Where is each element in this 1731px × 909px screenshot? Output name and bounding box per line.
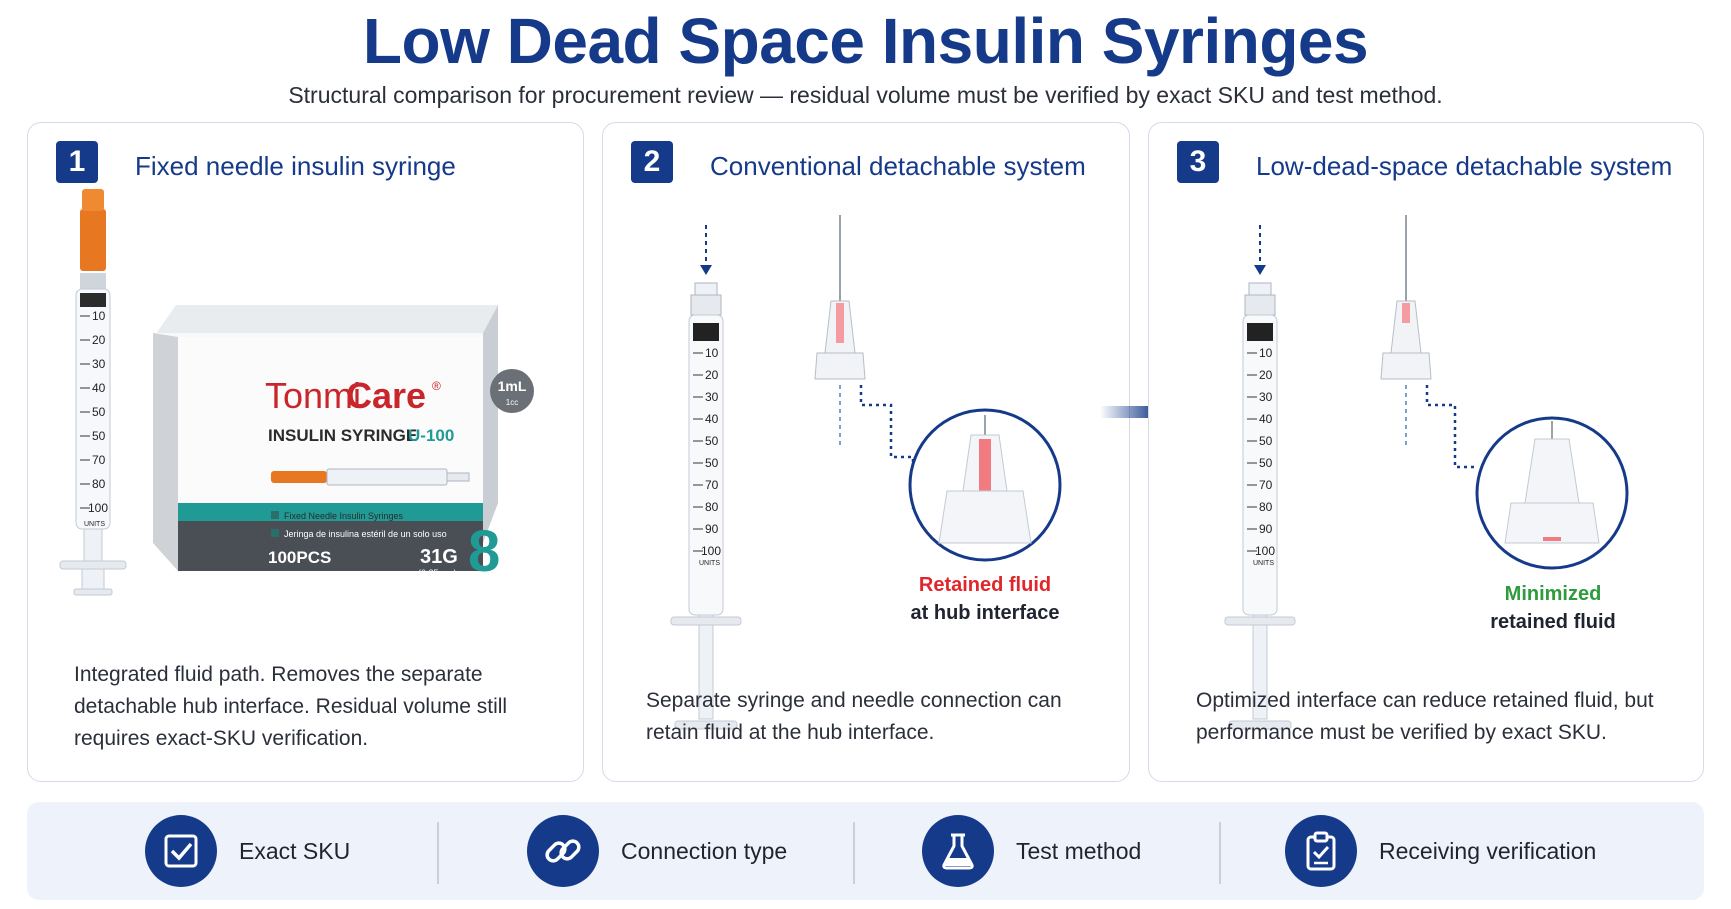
- scale-units: UNITS: [84, 521, 105, 528]
- length-unit-label: mm: [516, 554, 552, 576]
- panel-title: Fixed needle insulin syringe: [135, 151, 456, 181]
- scale-label: 30: [1259, 390, 1273, 404]
- scale-label: 40: [705, 412, 719, 426]
- scale-label: 70: [705, 478, 719, 492]
- low-dead-space-syringe: 10 20 30 40 50 50 70 80 90 100 UNITS: [1224, 282, 1296, 730]
- scale-label: 20: [92, 333, 106, 347]
- divider: [1219, 822, 1221, 884]
- product-type: U-100: [408, 426, 454, 445]
- link-icon: [527, 815, 599, 887]
- scale-label: 100: [88, 501, 108, 515]
- divider: [853, 822, 855, 884]
- scale-label: 70: [92, 453, 106, 467]
- scale-label: 80: [705, 500, 719, 514]
- scale-label: 30: [92, 357, 106, 371]
- scale-label: 80: [92, 477, 106, 491]
- divider: [437, 822, 439, 884]
- low-dead-space-illustration: 10 20 30 40 50 50 70 80 90 100 UNITS: [1224, 215, 1629, 730]
- detachable-needle: [814, 215, 866, 447]
- scale-label: 40: [92, 381, 106, 395]
- hub-zoom-circle: [908, 408, 1062, 562]
- panel-description: Optimized interface can reduce retained …: [1196, 689, 1654, 744]
- scale-label: 100: [1255, 544, 1275, 558]
- fixed-needle-illustration: 10 20 30 40 50 50 70 80 100 UNITS: [59, 189, 552, 596]
- scale-label: 70: [1259, 478, 1273, 492]
- panel-number: 1: [56, 141, 98, 183]
- bar-label: Receiving verification: [1379, 837, 1597, 864]
- scale-label: 40: [1259, 412, 1273, 426]
- brand-name-b: Care: [346, 375, 426, 416]
- panel-fixed-needle: 1 Fixed needle insulin syringe 10 20 30 …: [27, 122, 584, 782]
- piece-count: 100PCS: [268, 548, 331, 567]
- scale-label: 20: [1259, 368, 1273, 382]
- fixed-needle-syringe: 10 20 30 40 50 50 70 80 100 UNITS: [59, 189, 127, 596]
- scale-label: 10: [705, 346, 719, 360]
- scale-label: 50: [92, 405, 106, 419]
- product-box: Tonmi Care ® INSULIN SYRINGE U-100 1mL 1…: [153, 305, 552, 584]
- verification-bar: Exact SKU Connection type Test method: [27, 802, 1704, 900]
- scale-units: UNITS: [1253, 560, 1274, 567]
- bar-label: Connection type: [621, 837, 788, 864]
- panel-low-dead-space: 3 Low-dead-space detachable system 10 20…: [1148, 122, 1704, 782]
- clipboard-icon: [1285, 815, 1357, 887]
- page-subtitle: Structural comparison for procurement re…: [288, 82, 1443, 108]
- gauge-sub-label: (0.25mm): [418, 568, 457, 578]
- scale-label: 50: [705, 434, 719, 448]
- scale-label: 50: [92, 429, 106, 443]
- callout-line2: at hub interface: [910, 602, 1060, 624]
- bar-item-connection-type: Connection type: [527, 802, 787, 900]
- page-title: Low Dead Space Insulin Syringes: [362, 5, 1369, 77]
- conventional-illustration: 10 20 30 40 50 50 70 80 90 100 UNITS: [670, 215, 1062, 730]
- scale-label: 100: [701, 544, 721, 558]
- scale-label: 80: [1259, 500, 1273, 514]
- panel-number: 2: [631, 141, 673, 183]
- gauge-label: 31G: [420, 546, 458, 568]
- length-inch-label: 5/16": [518, 543, 539, 553]
- scale-label: 90: [1259, 522, 1273, 536]
- callout-line1: Minimized: [1504, 583, 1602, 605]
- scale-label: 50: [1259, 456, 1273, 470]
- brand-name-a: Tonmi: [265, 375, 361, 416]
- scale-label: 90: [705, 522, 719, 536]
- bar-item-receiving-verification: Receiving verification: [1285, 802, 1596, 900]
- bar-label: Exact SKU: [239, 837, 351, 864]
- volume-sub-label: 1cc: [506, 398, 518, 407]
- low-dead-space-needle: [1380, 215, 1432, 447]
- panel-conventional-detachable: 2 Conventional detachable system 10 20 3…: [602, 122, 1130, 782]
- bar-item-exact-sku: Exact SKU: [145, 802, 350, 900]
- volume-label: 1mL: [498, 378, 527, 394]
- detachable-syringe: 10 20 30 40 50 50 70 80 90 100 UNITS: [670, 282, 742, 730]
- scale-label: 10: [1259, 346, 1273, 360]
- panel-description: Separate syringe and needle connection c…: [646, 689, 1062, 744]
- hub-callout: Retained fluid at hub interface: [899, 571, 1071, 627]
- product-name: INSULIN SYRINGE: [268, 426, 417, 445]
- feature-2: Jeringa de insulina estéril de un solo u…: [284, 529, 447, 539]
- hub-zoom-circle: [1475, 416, 1629, 570]
- hub-callout: Minimized retained fluid: [1467, 580, 1639, 636]
- down-arrow-icon: [700, 265, 712, 275]
- length-label: 8: [468, 519, 500, 584]
- scale-label: 50: [1259, 434, 1273, 448]
- panel-description: Integrated fluid path. Removes the separ…: [74, 663, 508, 750]
- panel-number: 3: [1177, 141, 1219, 183]
- callout-line1: Retained fluid: [918, 574, 1052, 596]
- flask-icon: [922, 815, 994, 887]
- down-arrow-icon: [1254, 265, 1266, 275]
- scale-units: UNITS: [699, 560, 720, 567]
- scale-label: 30: [705, 390, 719, 404]
- panel-title: Conventional detachable system: [710, 151, 1086, 181]
- checkbox-icon: [145, 815, 217, 887]
- registered-mark: ®: [432, 379, 441, 393]
- scale-label: 50: [705, 456, 719, 470]
- callout-line2: retained fluid: [1490, 611, 1616, 633]
- panel-title: Low-dead-space detachable system: [1256, 151, 1673, 181]
- scale-label: 10: [92, 309, 106, 323]
- scale-label: 20: [705, 368, 719, 382]
- bar-item-test-method: Test method: [922, 802, 1141, 900]
- feature-1: Fixed Needle Insulin Syringes: [284, 511, 404, 521]
- bar-label: Test method: [1016, 837, 1142, 864]
